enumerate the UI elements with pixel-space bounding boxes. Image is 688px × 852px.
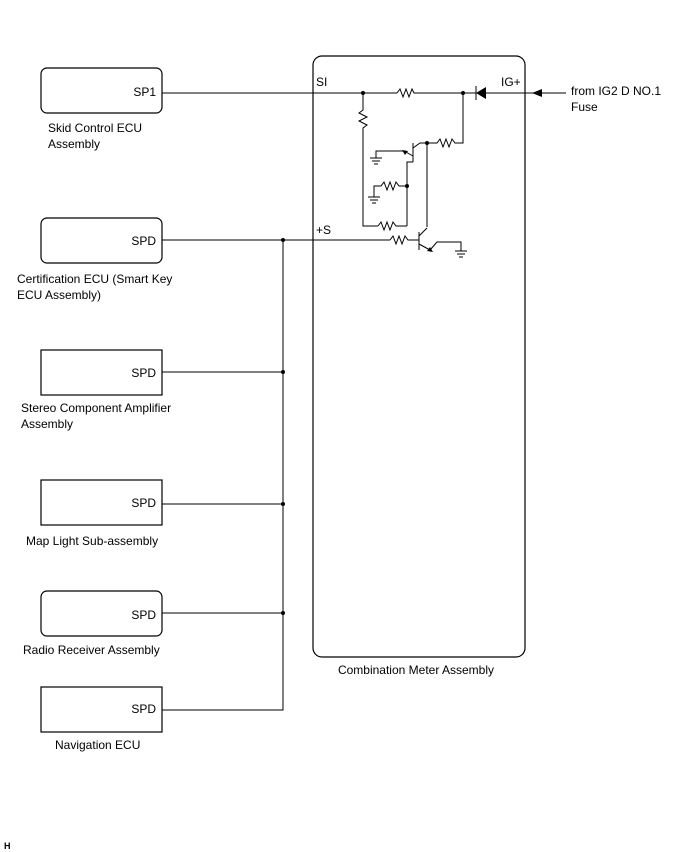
q2-collector [418, 227, 428, 237]
junction-dot [281, 238, 285, 242]
combination-meter-box [312, 55, 526, 658]
resistor-collector-icon [427, 93, 464, 149]
corner-mark: H [4, 841, 11, 851]
radio-pin-label: SPD [131, 608, 156, 622]
skid-control-ecu-box [40, 67, 163, 114]
q2-emitter-wire [429, 241, 462, 251]
arrow-in-icon [532, 89, 542, 97]
resistor-si-icon [396, 87, 476, 99]
resistor-pulldown-icon [357, 93, 378, 227]
cert-pin-label: SPD [131, 234, 156, 248]
junction-dot [281, 502, 285, 506]
cert-name-line1: Certification ECU (Smart Key [17, 272, 172, 286]
combination-meter-label: Combination Meter Assembly [338, 663, 494, 677]
q1-base-wire [406, 161, 413, 226]
radio-name: Radio Receiver Assembly [23, 643, 160, 657]
cert-name-line2: ECU Assembly) [17, 288, 101, 302]
pin-si-label: SI [316, 75, 327, 89]
junction-dot [281, 370, 285, 374]
stereo-pin-label: SPD [131, 366, 156, 380]
maplight-name: Map Light Sub-assembly [26, 534, 158, 548]
resistor-base-gnd-icon [373, 180, 407, 197]
resistor-loop-icon [377, 220, 407, 232]
pin-ig-label: IG+ [501, 75, 521, 89]
skid-name-line1: Skid Control ECU [48, 121, 142, 135]
skid-pin-label: SP1 [133, 85, 156, 99]
q1-collector [412, 142, 427, 149]
diode-icon [476, 87, 486, 99]
nav-name: Navigation ECU [55, 738, 140, 752]
map-light-box [40, 479, 163, 526]
nav-pin-label: SPD [131, 702, 156, 716]
ground-icon [370, 157, 382, 165]
stereo-name-line2: Assembly [21, 417, 73, 431]
wire-spd-bus [162, 240, 284, 711]
stereo-name-line1: Stereo Component Amplifier [21, 401, 171, 415]
source-label-line1: from IG2 D NO.1 [571, 84, 661, 98]
q1-emitter-wire [375, 150, 404, 158]
skid-name-line2: Assembly [48, 137, 100, 151]
q2-emitter [418, 243, 431, 251]
resistor-s-icon [389, 234, 419, 246]
pin-s-label: +S [316, 223, 331, 237]
navigation-ecu-box [40, 686, 163, 733]
maplight-pin-label: SPD [131, 496, 156, 510]
ground-icon [368, 196, 380, 204]
junction-dot [281, 611, 285, 615]
ground-icon [455, 250, 467, 258]
stereo-amplifier-box [40, 349, 163, 396]
source-label-line2: Fuse [571, 100, 598, 114]
